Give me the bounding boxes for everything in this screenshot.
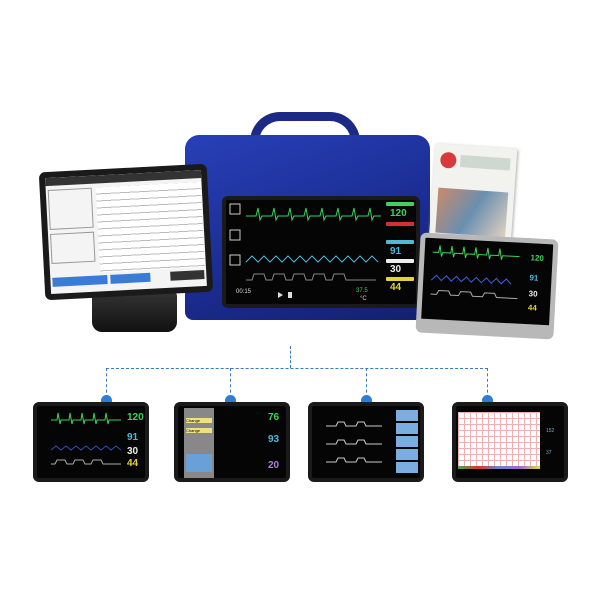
ecg-wave: [246, 207, 381, 222]
guide-booklet: [428, 143, 518, 247]
change-button[interactable]: Change: [186, 418, 212, 423]
spo2-value: 91: [127, 432, 139, 443]
instructor-button-3[interactable]: [170, 269, 205, 281]
screen-vitals: 120 91 30 44: [33, 402, 149, 482]
connector-dot: [225, 395, 236, 406]
spo2-value: 93: [268, 434, 280, 445]
change-button[interactable]: Change: [186, 428, 212, 433]
screen-menu: Change Change 76 93 20: [174, 402, 290, 482]
tablet-stand: [92, 292, 177, 332]
bag-handle: [250, 112, 360, 152]
timer: 00:15: [236, 289, 252, 295]
connector-dot: [101, 395, 112, 406]
connector-stem: [290, 346, 291, 368]
spo2-value: 91: [529, 273, 539, 283]
hr-value: 76: [268, 412, 280, 423]
spo2-wave: [245, 255, 379, 263]
temp-unit: °C: [360, 296, 367, 302]
menu-icon: [229, 203, 241, 215]
waveform-icon: [229, 254, 241, 266]
etco2-wave: [246, 273, 376, 281]
resp-value: 20: [268, 460, 280, 471]
instructor-button-1[interactable]: [52, 275, 108, 287]
resp-value: 30: [127, 446, 139, 457]
hr-value: 120: [530, 253, 545, 263]
main-monitor: 120 91 30 44 00:15 37.5 °C: [222, 196, 420, 308]
resp-value: 30: [390, 264, 402, 275]
etco2-value: 44: [527, 303, 538, 313]
screen-trends: [308, 402, 424, 482]
hr-value: 120: [390, 208, 407, 219]
instructor-tablet: [38, 163, 214, 301]
hr-value: 120: [127, 412, 144, 423]
right-waveforms: [430, 245, 520, 300]
bell-icon: [229, 229, 241, 241]
connector-dot: [361, 395, 372, 406]
play-icon: [278, 292, 283, 298]
screen-ctg: 152 37: [452, 402, 568, 482]
instructor-button-2[interactable]: [110, 272, 151, 284]
fhr-value: 152: [546, 428, 555, 434]
resp-value: 30: [528, 289, 538, 299]
toco-value: 37: [546, 450, 552, 456]
spo2-value: 91: [390, 246, 402, 257]
etco2-value: 44: [390, 282, 402, 293]
pause-icon: [288, 292, 292, 298]
connector-line: [106, 368, 488, 369]
right-tablet: 120 91 30 44: [415, 232, 559, 340]
temp-value: 37.5: [356, 288, 368, 294]
main-waveforms: [229, 203, 381, 298]
etco2-value: 44: [127, 458, 139, 469]
connector-dot: [482, 395, 493, 406]
